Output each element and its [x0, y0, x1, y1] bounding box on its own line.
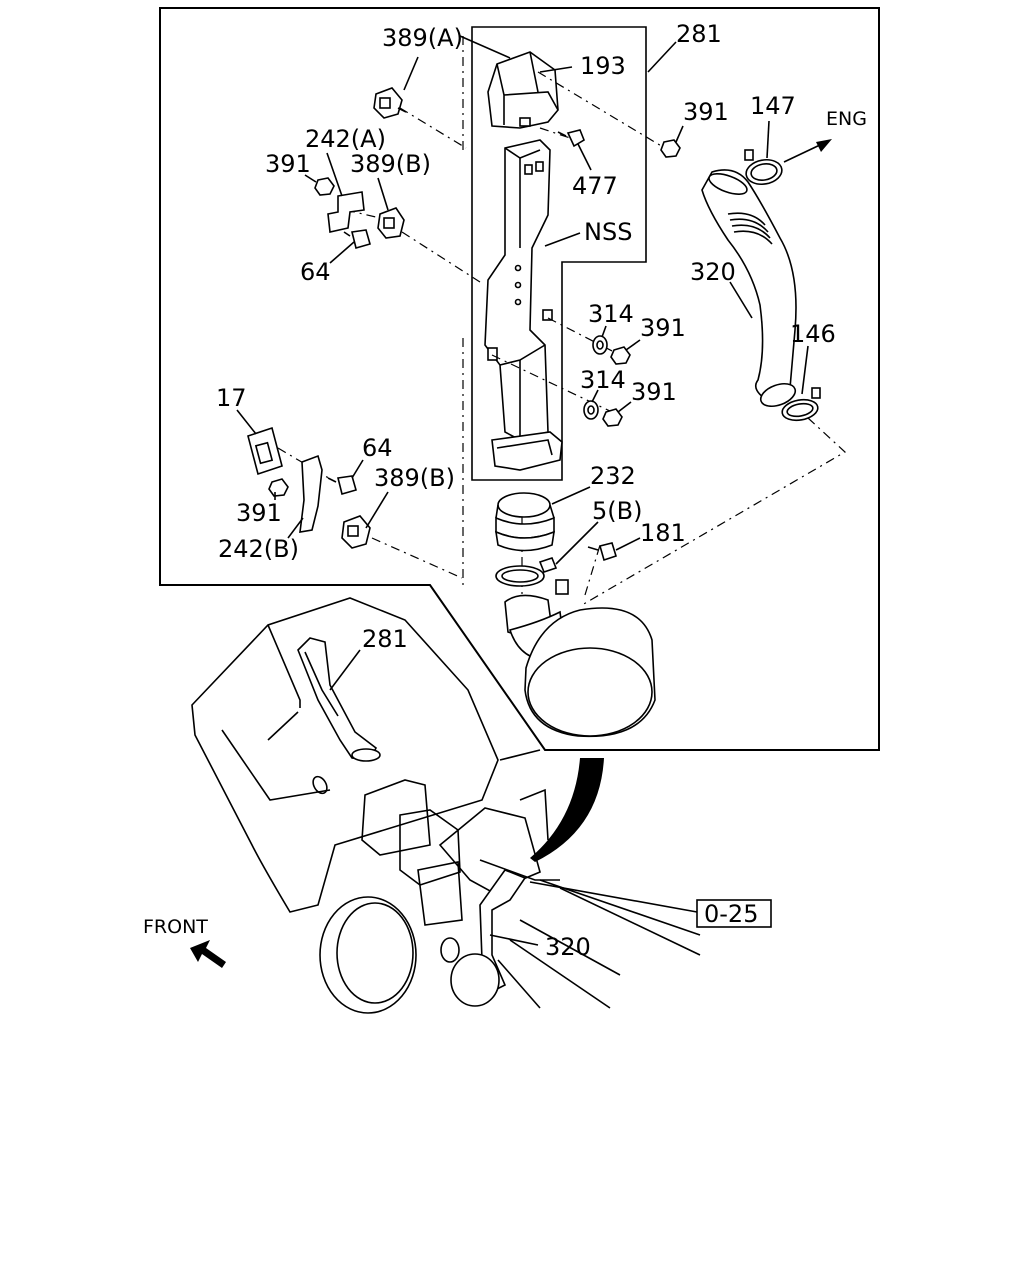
reference-box	[696, 899, 772, 928]
centerline-181	[584, 544, 601, 596]
label-eng: ENG	[826, 108, 867, 130]
label-391-a: 391	[683, 98, 729, 126]
washer-314-b	[583, 400, 599, 420]
label-389b-a: 389(B)	[350, 150, 431, 178]
leader-lines	[236, 35, 809, 565]
label-64-b: 64	[362, 434, 393, 462]
air-hose-320	[701, 169, 797, 408]
bolt-64-a	[343, 229, 371, 249]
nut-391-b	[314, 177, 335, 196]
snorkel-group-outline	[471, 26, 647, 481]
bracket-242b	[299, 454, 323, 533]
label-64-a: 64	[300, 258, 331, 286]
label-281-bottom: 281	[362, 625, 408, 653]
label-5b: 5(B)	[592, 497, 642, 525]
label-nss: NSS	[584, 218, 632, 246]
centerline-389b-a	[401, 231, 481, 283]
nut-391-a	[660, 139, 681, 158]
label-320-top: 320	[690, 258, 736, 286]
label-320-bottom: 320	[545, 933, 591, 961]
label-477: 477	[572, 172, 618, 200]
snorkel-body	[484, 139, 563, 471]
label-17: 17	[216, 384, 247, 412]
centerline-389a	[399, 107, 467, 149]
bolt-64-b	[327, 475, 357, 495]
rubber-mount-389a	[373, 87, 407, 119]
snorkel-cap	[487, 51, 559, 129]
plate-17	[247, 426, 283, 476]
nut-391-c	[610, 346, 631, 365]
centerline-hose-146	[581, 417, 847, 606]
bolt-181	[587, 542, 617, 562]
label-232: 232	[590, 462, 636, 490]
hose-clamp-146	[781, 387, 821, 422]
rubber-mount-389b-a	[377, 207, 405, 239]
label-242a: 242(A)	[305, 125, 386, 153]
label-281-top: 281	[676, 20, 722, 48]
label-391-c: 391	[640, 314, 686, 342]
centerline-389b-b	[371, 537, 463, 579]
label-146: 146	[790, 320, 836, 348]
label-front: FRONT	[143, 916, 208, 938]
bracket-242a	[327, 191, 365, 233]
label-181: 181	[640, 519, 686, 547]
clamp-5b	[495, 557, 558, 587]
label-242b: 242(B)	[218, 535, 299, 563]
hose-clamp-147	[744, 149, 783, 186]
label-391-d: 391	[631, 378, 677, 406]
label-ref-0-25: 0-25	[704, 900, 758, 928]
label-314-a: 314	[588, 300, 634, 328]
centerline-193-391	[537, 71, 669, 151]
label-389a: 389(A)	[382, 24, 463, 52]
detail-frame	[159, 7, 880, 751]
centerline-314-a	[547, 317, 621, 356]
truck-overview	[191, 597, 701, 1014]
bolt-477	[557, 129, 585, 148]
label-389b-b: 389(B)	[374, 464, 455, 492]
front-direction-arrow	[190, 940, 226, 968]
bellows-232	[494, 492, 556, 552]
washer-314-a	[592, 335, 608, 355]
label-391-e: 391	[236, 499, 282, 527]
nut-391-d	[602, 408, 623, 427]
nut-391-e	[268, 478, 289, 497]
label-193: 193	[580, 52, 626, 80]
label-147: 147	[750, 92, 796, 120]
eng-direction-arrow	[783, 139, 832, 163]
label-314-b: 314	[580, 366, 626, 394]
air-cleaner-detail	[504, 579, 656, 738]
rubber-mount-389b-b	[341, 515, 371, 549]
label-391-b: 391	[265, 150, 311, 178]
